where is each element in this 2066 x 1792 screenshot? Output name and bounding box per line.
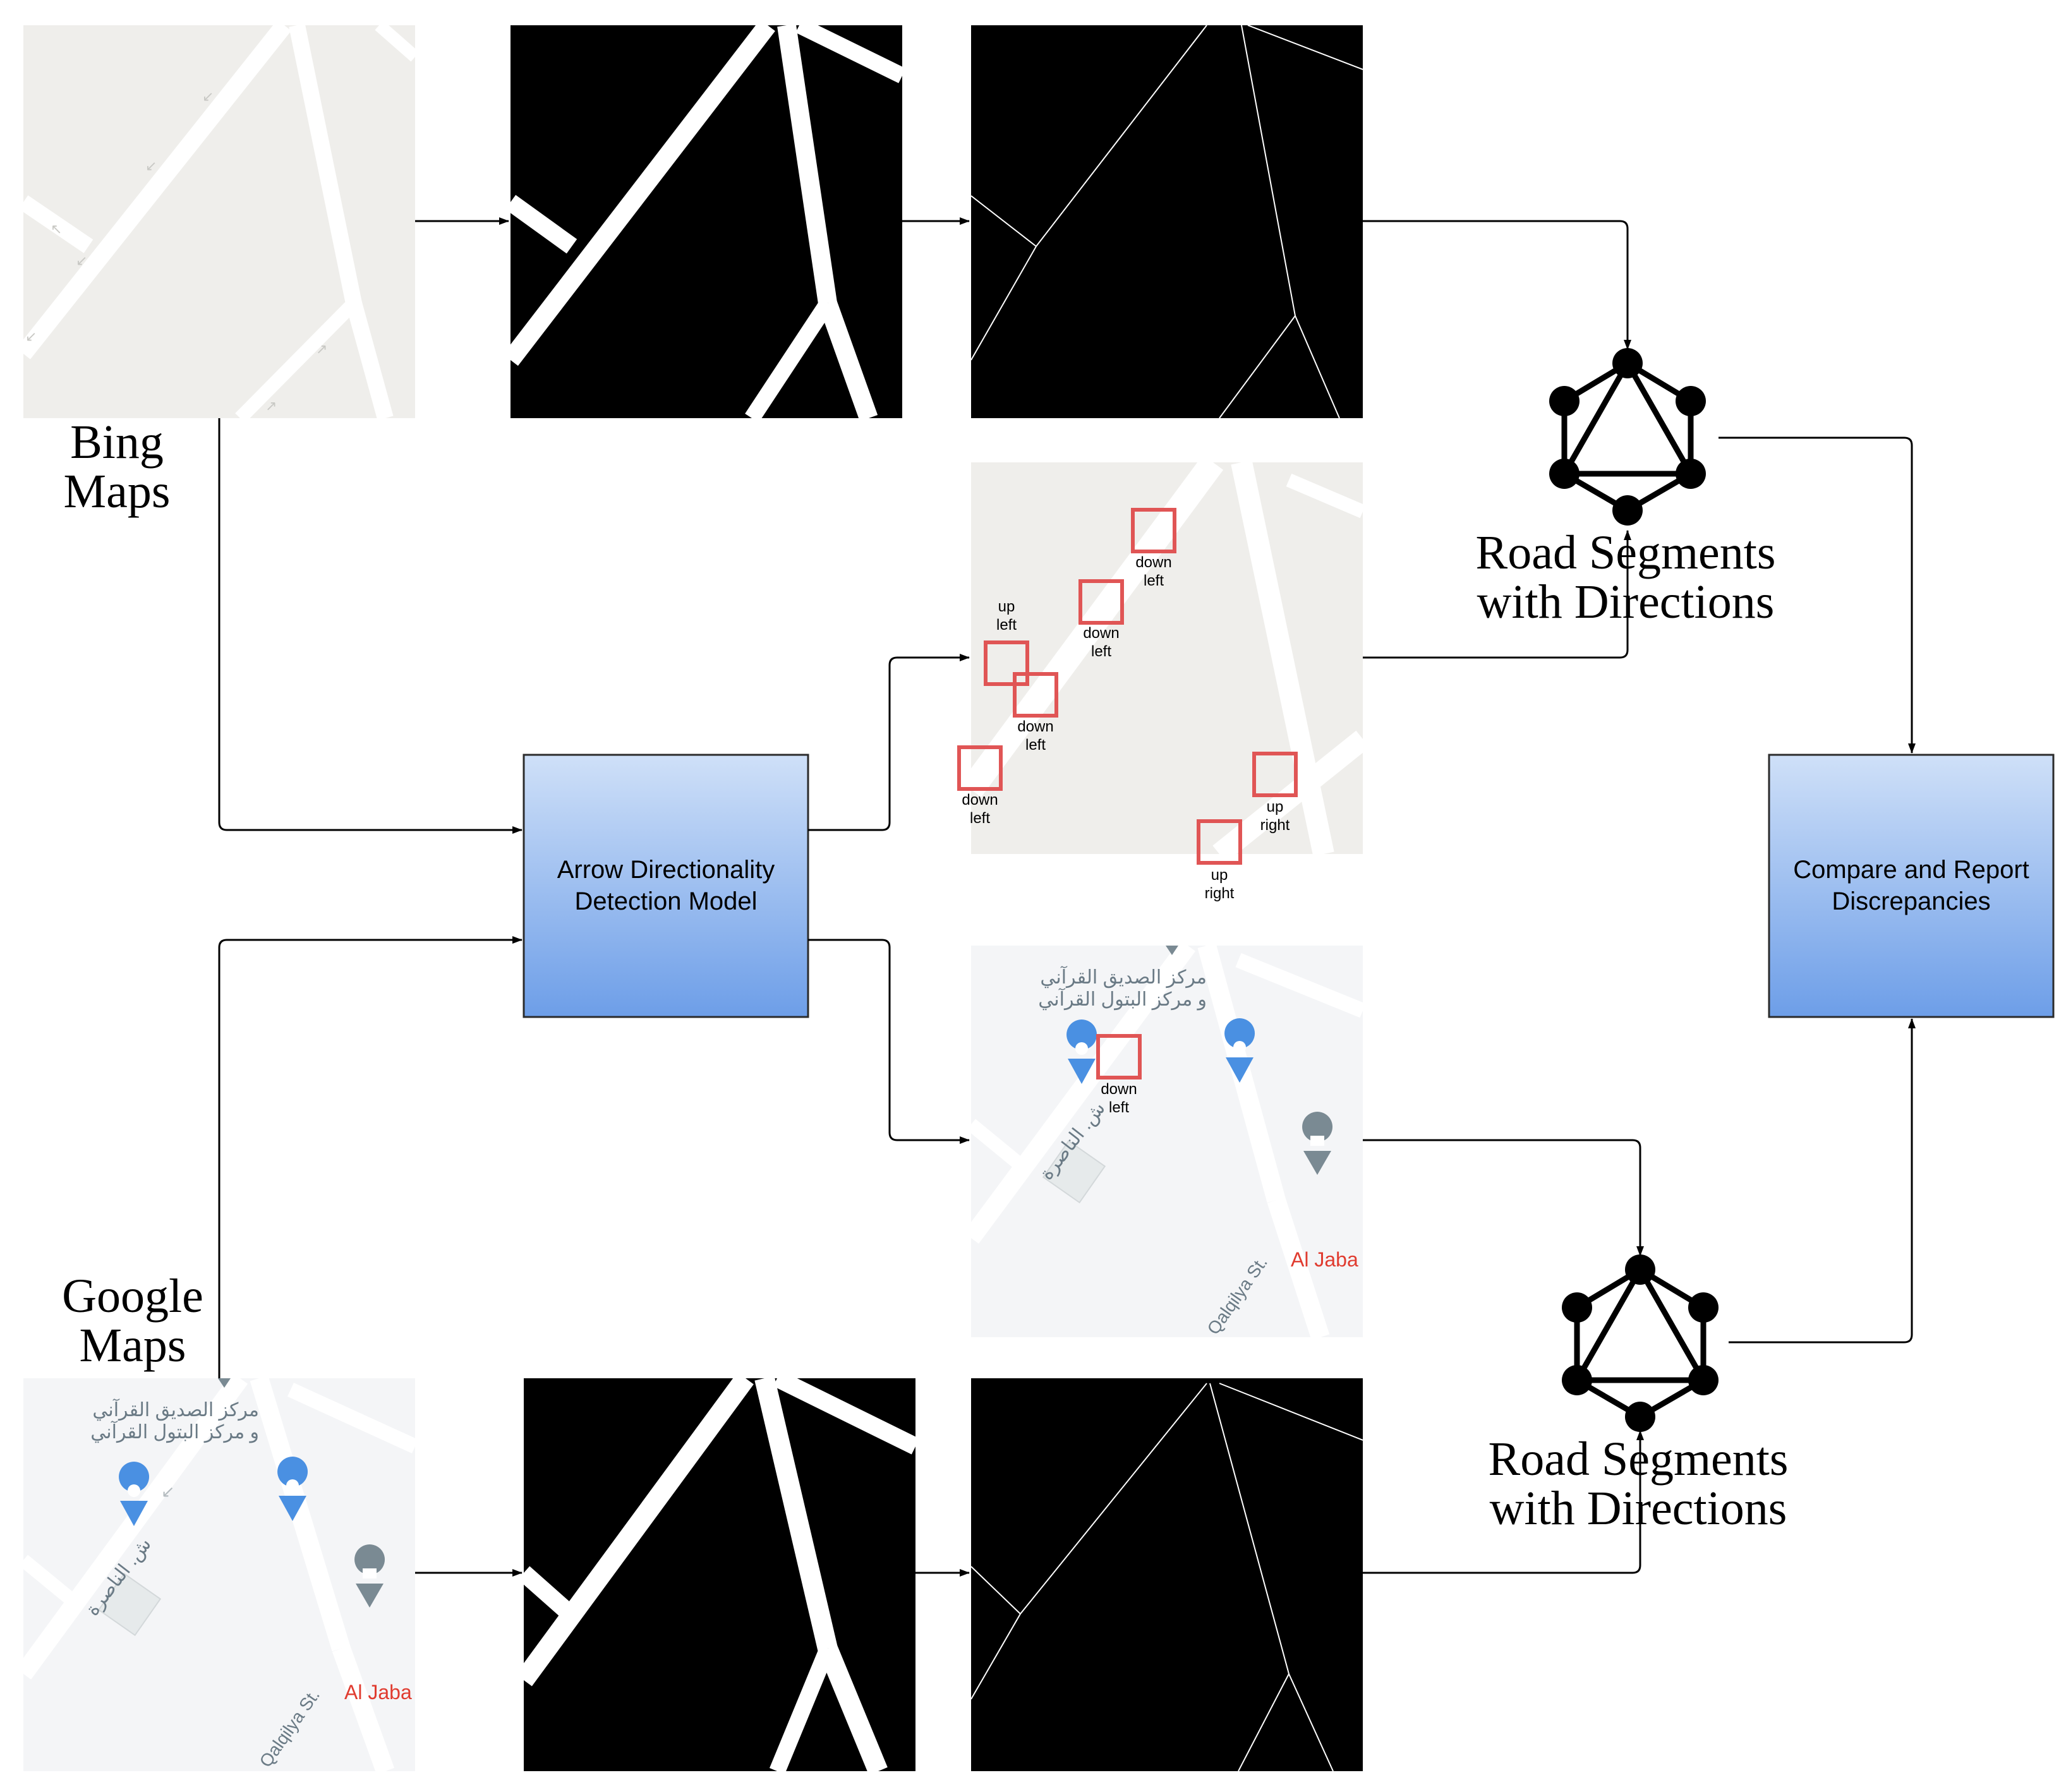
graph-bottom-label-line2: with Directions — [1490, 1482, 1787, 1535]
svg-text:↙: ↙ — [202, 89, 214, 105]
google-tile-place-name: Al Jaba — [344, 1681, 412, 1704]
google-tile-poi-text-2: و مركز البتول القرآني — [90, 1421, 259, 1443]
detection-box-7 — [1197, 819, 1242, 865]
google-poi-text-1: مركز الصديق القرآني — [1040, 966, 1207, 989]
arrow-model-to-bing-detections — [808, 654, 970, 831]
bing-label-line2: Maps — [64, 465, 171, 518]
detection-label-1a: down — [1135, 554, 1171, 571]
detection-label-4b: left — [1025, 737, 1046, 754]
svg-text:↖: ↖ — [51, 222, 62, 238]
google-detection-box — [1096, 1034, 1142, 1079]
detection-label-5b: left — [970, 810, 990, 827]
google-label-line1: Google — [62, 1270, 203, 1323]
detection-box-2 — [1078, 579, 1124, 625]
model-label-line2: Detection Model — [574, 887, 757, 915]
graph-network-icon — [1562, 1254, 1719, 1432]
detection-box-3 — [984, 640, 1029, 686]
arrow-google-detections-to-graph-bottom — [1363, 1139, 1644, 1256]
shopping-pin-icon — [1224, 1018, 1255, 1083]
google-road-mask — [524, 1378, 915, 1771]
shopping-pin-icon — [1066, 1019, 1097, 1084]
detection-label-1b: left — [1144, 572, 1164, 589]
bing-map-tile: ↙ ↙ ↙ ↖ ↙ ↗ ↗ — [23, 25, 415, 418]
compare-label-line1: Compare and Report — [1793, 856, 2029, 884]
svg-text:↙: ↙ — [76, 253, 87, 269]
detection-label-3b: left — [996, 616, 1017, 634]
graph-network-icon — [1549, 348, 1706, 526]
detection-box-1 — [1131, 508, 1176, 553]
detection-box-5 — [957, 745, 1003, 791]
bing-label-line1: Bing — [70, 416, 164, 469]
bing-detection-boxes — [957, 508, 1298, 865]
compare-report-box: Compare and Report Discrepancies — [1768, 754, 2055, 1018]
library-pin-icon — [1302, 1112, 1333, 1175]
svg-text:↗: ↗ — [265, 399, 277, 414]
arrow-skeleton2-to-graph-bottom — [1363, 1430, 1644, 1574]
arrow-bing-to-model — [218, 418, 523, 834]
svg-text:↙: ↙ — [25, 329, 37, 345]
bing-road-mask — [510, 25, 902, 418]
arrow-graph-bottom-to-compare — [1729, 1018, 1916, 1344]
google-road-skeleton — [971, 1378, 1363, 1771]
detection-label-6b: right — [1260, 817, 1290, 834]
detection-label-7a: up — [1211, 867, 1228, 884]
graph-bottom-label-line1: Road Segments — [1489, 1433, 1789, 1486]
svg-text:↙: ↙ — [145, 159, 157, 174]
detection-box-4 — [1013, 672, 1058, 718]
shopping-pin-icon — [119, 1462, 150, 1526]
shopping-pin-icon — [277, 1457, 308, 1521]
detection-box-6 — [1252, 752, 1298, 797]
connectors — [218, 217, 1916, 1577]
google-place-name: Al Jaba — [1291, 1248, 1358, 1271]
bing-road-skeleton — [971, 25, 1363, 418]
detection-label-7b: right — [1205, 885, 1235, 902]
detection-label-6a: up — [1267, 798, 1284, 815]
graph-top-label-line1: Road Segments — [1476, 526, 1776, 579]
google-detection-label-a: down — [1101, 1081, 1137, 1098]
bing-detection-image — [971, 462, 1363, 854]
detection-label-4a: down — [1017, 718, 1053, 735]
detection-label-3a: up — [998, 598, 1015, 615]
arrow-bing-detections-to-graph-top — [1363, 530, 1631, 659]
arrow-skeleton-to-graph-top — [1363, 220, 1631, 350]
arrow-graph-top-to-compare — [1719, 436, 1916, 754]
google-detection-image: مركز الصديق القرآني و مركز البتول القرآن… — [971, 946, 1363, 1337]
google-poi-text-2: و مركز البتول القرآني — [1038, 988, 1207, 1011]
library-pin-icon — [354, 1544, 385, 1608]
arrow-detection-model-box: Arrow Directionality Detection Model — [523, 754, 809, 1018]
arrow-google-to-model — [218, 936, 523, 1378]
detection-label-5a: down — [962, 791, 998, 809]
google-detection-label-b: left — [1109, 1099, 1129, 1116]
svg-text:↙: ↙ — [161, 1482, 175, 1501]
graph-top-label-line2: with Directions — [1477, 575, 1775, 628]
google-label-line2: Maps — [80, 1319, 186, 1372]
google-tile-poi-text-1: مركز الصديق القرآني — [92, 1398, 259, 1421]
arrow-model-to-google-detections — [808, 939, 970, 1144]
compare-label-line2: Discrepancies — [1832, 887, 1990, 915]
model-label-line1: Arrow Directionality — [557, 856, 775, 884]
google-map-tile: مركز الصديق القرآني و مركز البتول القرآن… — [23, 1378, 415, 1771]
detection-label-2b: left — [1091, 643, 1111, 660]
detection-label-2a: down — [1083, 625, 1119, 642]
svg-text:↗: ↗ — [316, 342, 327, 358]
